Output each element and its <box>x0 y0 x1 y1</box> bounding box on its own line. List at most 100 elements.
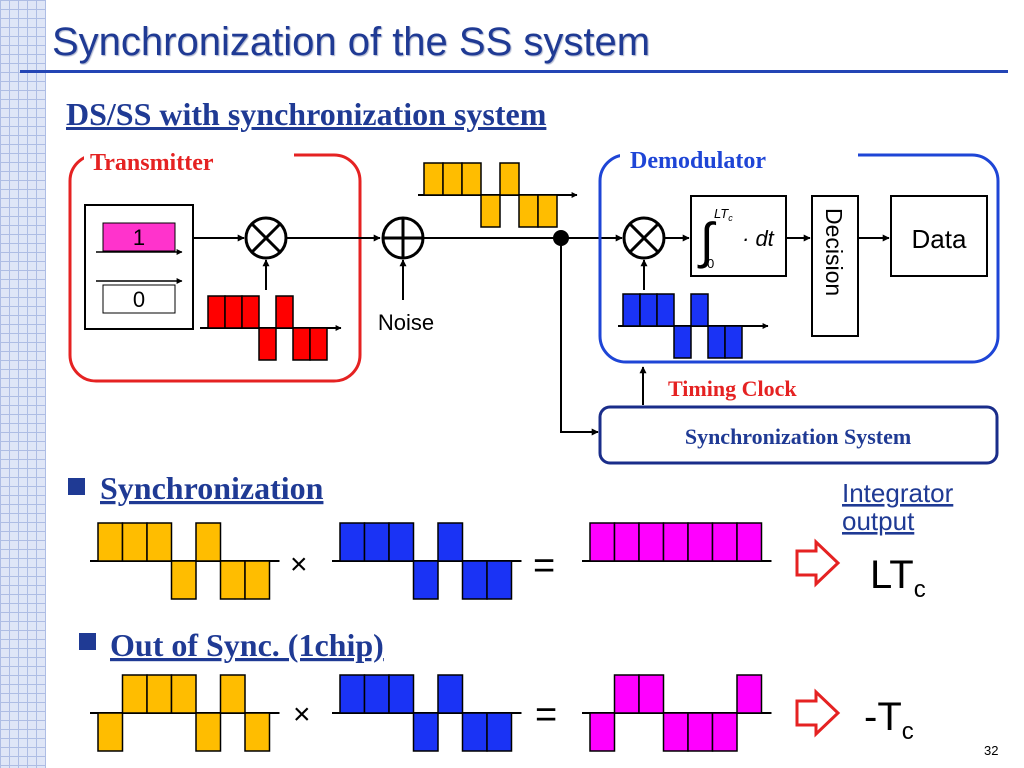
chip <box>224 295 243 329</box>
out-of-sync-product-sequence <box>582 674 772 752</box>
chip <box>486 560 513 600</box>
sync-section-label: Synchronization <box>100 470 324 506</box>
bit-one-label: 1 <box>133 225 145 250</box>
chip <box>363 522 390 562</box>
chip <box>244 560 271 600</box>
chip <box>707 325 726 359</box>
chip <box>363 674 390 714</box>
chip <box>461 712 488 752</box>
chip <box>589 522 616 562</box>
chip <box>442 162 463 196</box>
chip <box>241 295 260 329</box>
chip <box>711 712 738 752</box>
chip <box>461 162 482 196</box>
chip <box>711 522 738 562</box>
chip <box>673 325 692 359</box>
chip <box>121 522 148 562</box>
integrator-box <box>690 195 787 277</box>
chip <box>195 712 222 752</box>
demodulator-label: Demodulator <box>630 148 766 174</box>
chip <box>518 194 539 228</box>
sync-system-label: Synchronization System <box>685 424 911 449</box>
integral-lower-limit: 0 <box>707 256 714 271</box>
page-number: 32 <box>984 743 999 758</box>
chip <box>423 162 444 196</box>
chip <box>170 674 197 714</box>
chip <box>613 522 640 562</box>
title-underline-rule <box>20 70 1008 73</box>
chip <box>97 522 124 562</box>
chip <box>97 712 124 752</box>
bit-zero-cell <box>102 284 176 314</box>
chip <box>687 522 714 562</box>
chip <box>207 295 226 329</box>
chip <box>388 674 415 714</box>
noise-label: Noise <box>378 310 434 335</box>
chip <box>638 674 665 714</box>
out-of-sync-result-value: -Tc <box>864 695 914 745</box>
demodulator-label-gap <box>620 148 858 174</box>
sync-sequence-b <box>332 522 522 600</box>
chip <box>146 522 173 562</box>
chip <box>258 327 277 361</box>
chip <box>219 674 246 714</box>
integral-sign-icon: ∫ <box>697 213 717 269</box>
chip <box>412 560 439 600</box>
chip <box>461 560 488 600</box>
out-of-sync-times-symbol: × <box>293 698 311 731</box>
chip <box>170 560 197 600</box>
slide-title: Synchronization of the SS system <box>52 20 651 64</box>
chip <box>339 522 366 562</box>
bit-one-cell <box>102 222 176 252</box>
timing-clock-label: Timing Clock <box>668 376 797 401</box>
integrator-output-label-line2: output <box>842 506 915 536</box>
sync-bullet-icon <box>68 478 85 495</box>
chip <box>339 674 366 714</box>
chip <box>275 295 294 329</box>
channel-pn-sequence <box>418 162 578 228</box>
chip <box>638 522 665 562</box>
chip <box>437 674 464 714</box>
out-of-sync-result-arrow-icon <box>795 688 841 738</box>
chip <box>662 712 689 752</box>
chip <box>388 522 415 562</box>
chip <box>292 327 311 361</box>
chip <box>499 162 520 196</box>
chip <box>622 293 641 327</box>
chip <box>244 712 271 752</box>
chip <box>412 712 439 752</box>
bit-zero-label: 0 <box>133 287 145 312</box>
decorative-grid-strip <box>0 0 46 768</box>
chip <box>589 712 616 752</box>
chip <box>662 522 689 562</box>
sync-result-arrow-icon <box>795 538 841 588</box>
chip <box>480 194 501 228</box>
chip <box>486 712 513 752</box>
section-subtitle: DS/SS with synchronization system <box>66 96 547 132</box>
chip <box>121 674 148 714</box>
data-output-label: Data <box>912 224 967 254</box>
out-of-sync-equals-symbol: = <box>535 694 557 736</box>
sync-product-sequence <box>582 522 772 562</box>
decision-label: Decision <box>821 208 847 296</box>
sync-result-value: LTc <box>870 553 926 603</box>
noise-adder-icon <box>381 216 425 260</box>
chip <box>437 522 464 562</box>
transmitter-label: Transmitter <box>90 150 214 176</box>
tx-pn-sequence <box>200 295 342 361</box>
out-of-sync-sequence-a <box>90 674 280 752</box>
transmitter-label-gap <box>84 150 294 174</box>
out-of-sync-bullet-icon <box>79 633 96 650</box>
chip <box>656 293 675 327</box>
sync-equals-symbol: = <box>533 545 555 587</box>
sync-times-symbol: × <box>290 548 308 581</box>
rx-pn-sequence <box>618 293 769 359</box>
out-of-sync-sequence-b <box>332 674 522 752</box>
chip <box>537 194 558 228</box>
chip <box>309 327 328 361</box>
chip <box>724 325 743 359</box>
chip <box>639 293 658 327</box>
integral-upper-limit: LTc <box>714 206 733 223</box>
chip <box>687 712 714 752</box>
